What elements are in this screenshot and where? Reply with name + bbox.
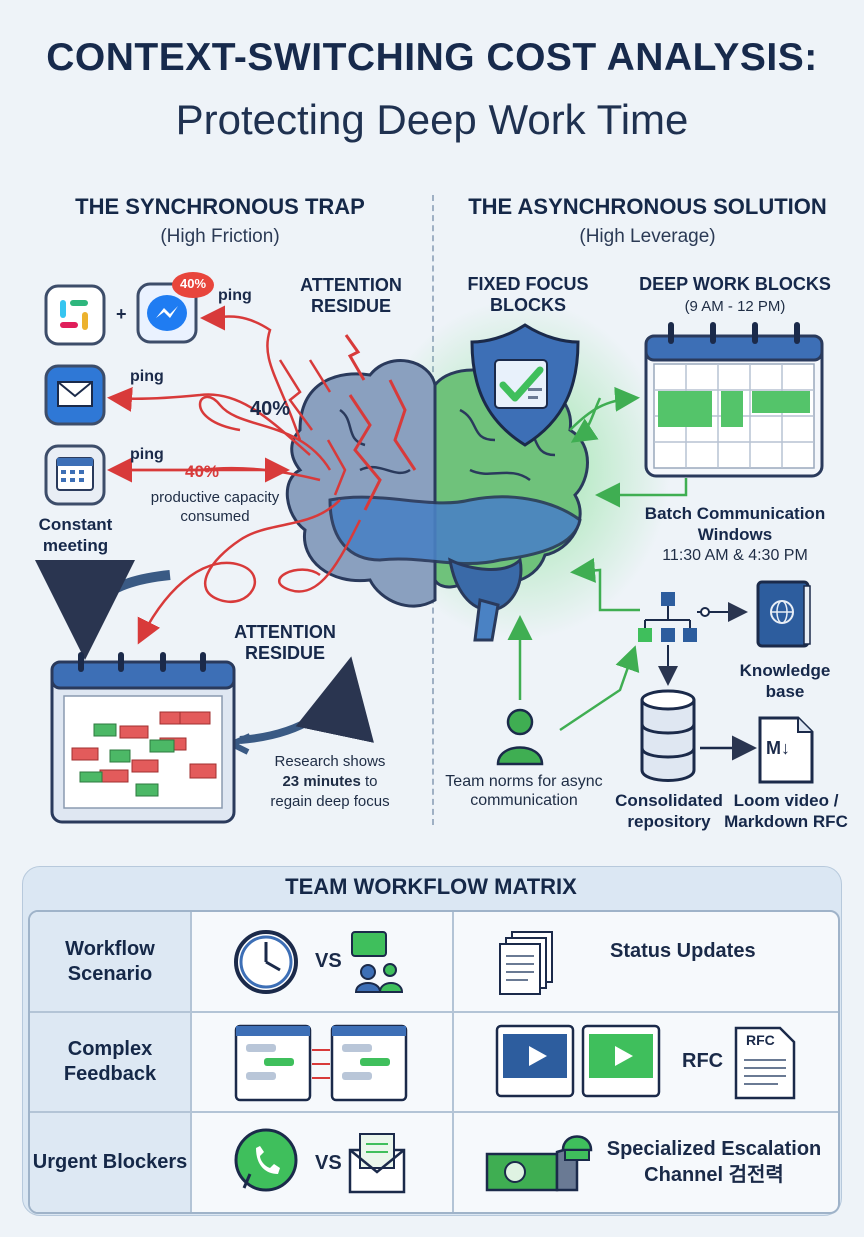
batch-time: 11:30 AM & 4:30 PM — [662, 547, 808, 564]
chat-people-icon — [351, 931, 387, 957]
ping-label-2: ping — [130, 368, 164, 385]
hierarchy-icon — [638, 592, 748, 686]
notification-badge — [172, 272, 214, 298]
cycle-arrow-up — [239, 656, 374, 744]
fixed-focus-label: FIXED FOCUS BLOCKS — [467, 274, 589, 315]
page-subtitle: Protecting Deep Work Time — [175, 96, 689, 143]
loom-markdown-label: Loom video / Markdown RFC — [724, 791, 848, 831]
col-divider — [190, 912, 192, 1212]
deep-work-calendar-icon — [644, 322, 824, 478]
markdown-doc-icon — [758, 716, 814, 784]
red-ping-arrows — [107, 305, 362, 645]
feedback-windows-icon — [234, 1024, 408, 1102]
mail-icon[interactable] — [44, 364, 106, 426]
team-norms-label: Team norms for async communication — [445, 773, 603, 809]
escalation-icon — [485, 1135, 593, 1192]
rfc-label: RFC — [682, 1050, 724, 1072]
knowledge-base-book-icon — [756, 580, 811, 648]
page-title: CONTEXT-SWITCHING COST ANALYSIS: — [46, 36, 818, 79]
ping-label-1: ping — [218, 287, 252, 304]
col-divider — [452, 912, 454, 1212]
left-heading: THE SYNCHRONOUS TRAP — [75, 194, 365, 219]
research-line-2: 23 minutes to — [250, 772, 410, 792]
row-divider — [30, 1011, 838, 1013]
green-flow-arrows — [507, 386, 688, 732]
vs-label-1: VS — [315, 950, 342, 972]
research-line-1: Research shows — [274, 753, 386, 770]
clock-vs-chat-icons — [234, 930, 404, 994]
ping-label-3: ping — [130, 446, 164, 463]
percent-40-red: 40% — [185, 462, 220, 481]
database-icon — [640, 689, 757, 782]
percent-40-large: 40% — [250, 398, 291, 420]
calendar-small-icon[interactable] — [44, 444, 106, 506]
slack-icon[interactable] — [44, 284, 106, 346]
research-to: to — [365, 773, 378, 790]
row-label-complex-feedback: Complex Feedback — [30, 1012, 190, 1112]
matrix-title: TEAM WORKFLOW MATRIX — [285, 874, 577, 899]
deep-work-label: DEEP WORK BLOCKS — [639, 274, 831, 294]
right-heading: THE ASYNCHRONOUS SOLUTION — [468, 194, 827, 219]
rfc-doc-text: RFC — [746, 1032, 775, 1048]
video-players-icon — [495, 1024, 661, 1098]
research-line-3: regain deep focus — [270, 793, 390, 810]
chaotic-calendar-icon — [50, 652, 236, 824]
workflow-matrix-table: Workflow Scenario Complex Feedback Urgen… — [28, 910, 840, 1214]
notification-badge-text: 40% — [179, 276, 207, 291]
person-icon — [496, 708, 544, 766]
rfc-document-icon — [734, 1026, 796, 1100]
row-label-workflow-scenario: Workflow Scenario — [30, 912, 190, 1012]
right-subheading: (High Leverage) — [579, 226, 716, 247]
attention-residue-top: ATTENTION RESIDUE — [300, 275, 402, 316]
knowledge-base-label: Knowledge base — [739, 661, 831, 701]
research-minutes: 23 minutes — [282, 773, 361, 790]
shield-check-icon — [470, 323, 580, 447]
markdown-icon-text: M↓ — [766, 738, 790, 758]
productive-capacity-text: productive capacity consumed — [150, 489, 280, 525]
row-divider — [30, 1111, 838, 1113]
consolidated-repo-label: Consolidated repository — [615, 791, 723, 831]
vs-label-2: VS — [315, 1152, 342, 1174]
whatsapp-icon — [234, 1128, 298, 1192]
left-subheading: (High Friction) — [160, 226, 280, 247]
constant-meeting-label: Constant meeting — [38, 515, 113, 555]
escalation-label: Specialized Escalation Channel 검전력 — [606, 1138, 822, 1186]
diagram-canvas: + — [35, 272, 824, 824]
batch-communication-label: Batch Communication Windows — [644, 504, 826, 544]
lightning-icon — [344, 334, 366, 381]
phone-vs-mail-icons — [234, 1128, 406, 1194]
status-docs-icon — [499, 931, 553, 995]
messenger-icon[interactable] — [136, 282, 198, 344]
deep-work-time: (9 AM - 12 PM) — [684, 298, 786, 315]
research-note: Research shows 23 minutes to regain deep… — [250, 752, 410, 812]
plus-sign: + — [116, 304, 127, 324]
attention-residue-bottom: ATTENTION RESIDUE — [234, 622, 336, 663]
cycle-arrow-down — [35, 559, 171, 660]
status-updates-label: Status Updates — [610, 940, 756, 962]
row-label-urgent-blockers: Urgent Blockers — [30, 1112, 190, 1212]
